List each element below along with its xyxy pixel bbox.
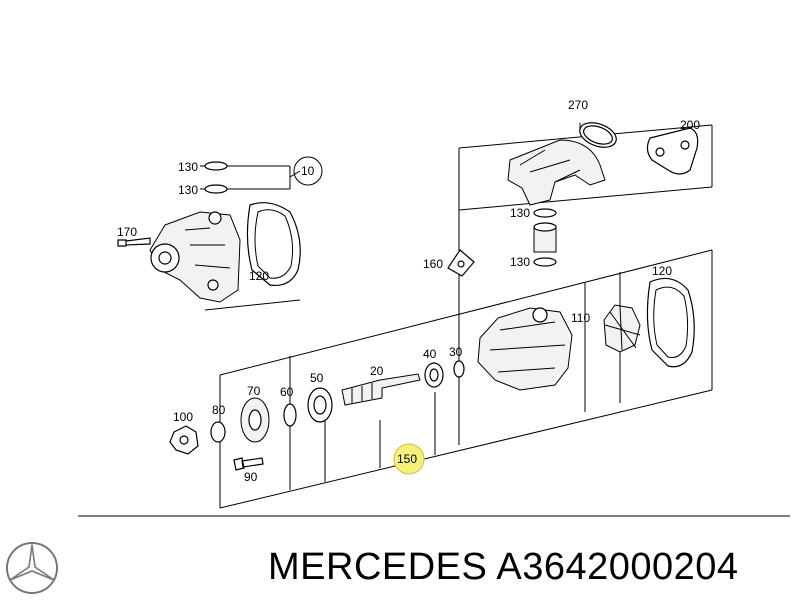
gasket-120-left [246, 202, 301, 287]
ring-130-right-top [533, 208, 557, 218]
elbow-housing-detail [519, 149, 581, 183]
callout-90: 90 [244, 470, 258, 484]
hub-100-center [179, 435, 189, 445]
middle-frame [219, 249, 713, 509]
flange-160-hole [457, 260, 465, 268]
top-left-pump [149, 211, 241, 303]
bolt-170 [117, 237, 151, 247]
gasket-200 [646, 127, 699, 175]
callout-60: 60 [280, 385, 294, 399]
mercedes-star-icon [6, 542, 58, 594]
callout-130-right-top: 130 [510, 206, 530, 220]
callout-130-left-bottom: 130 [178, 183, 198, 197]
oring-270-inner [583, 125, 613, 145]
callout-30: 30 [449, 345, 463, 359]
gasket-200-hole-2 [655, 147, 665, 157]
callout-130-left-top: 130 [178, 160, 198, 174]
part-number: A3642000204 [496, 546, 739, 588]
shaft-20-splines [351, 383, 373, 403]
callout-110: 110 [571, 311, 590, 325]
pump-housing [477, 307, 573, 391]
pulley-70-inner [248, 409, 262, 431]
bolt-90 [233, 457, 264, 471]
callout-170: 170 [117, 225, 137, 239]
gasket-120-right-inner [653, 286, 689, 358]
impeller-110 [603, 304, 641, 353]
callout-130-right-bottom: 130 [510, 255, 530, 269]
seal-30 [453, 360, 465, 378]
gasket-120-right [646, 277, 695, 368]
ring-130-left-bottom [204, 184, 228, 194]
callout-10: 10 [301, 164, 315, 178]
washer-80 [210, 421, 226, 443]
ring-130-right-bottom [533, 257, 557, 267]
gasket-120-left-inner [254, 209, 293, 279]
callout-100: 100 [173, 410, 193, 424]
ring-60 [283, 403, 297, 427]
ring-130-left-top [204, 161, 228, 171]
callout-10-circle [293, 156, 323, 186]
callout-20: 20 [370, 364, 384, 378]
callout-270: 270 [568, 98, 588, 112]
shaft-20 [341, 373, 421, 406]
callout-80: 80 [212, 403, 226, 417]
bearing-40-inner [429, 368, 439, 382]
elbow-housing [507, 139, 606, 206]
bearing-50-inner [313, 395, 327, 415]
highlight-circle [393, 443, 425, 475]
brand-name: MERCEDES [268, 546, 488, 588]
callout-200: 200 [680, 118, 700, 132]
callout-160: 160 [423, 257, 443, 271]
callout-40: 40 [423, 347, 437, 361]
callout-120-right: 120 [652, 264, 672, 278]
sleeve-top [533, 222, 557, 232]
callout-70: 70 [247, 384, 261, 398]
gasket-200-hole [680, 140, 690, 150]
callout-120-left: 120 [249, 269, 269, 283]
callout-50: 50 [310, 371, 324, 385]
callout-150: 150 [397, 452, 417, 466]
footer-part-label: MERCEDES A3642000204 [268, 546, 739, 589]
